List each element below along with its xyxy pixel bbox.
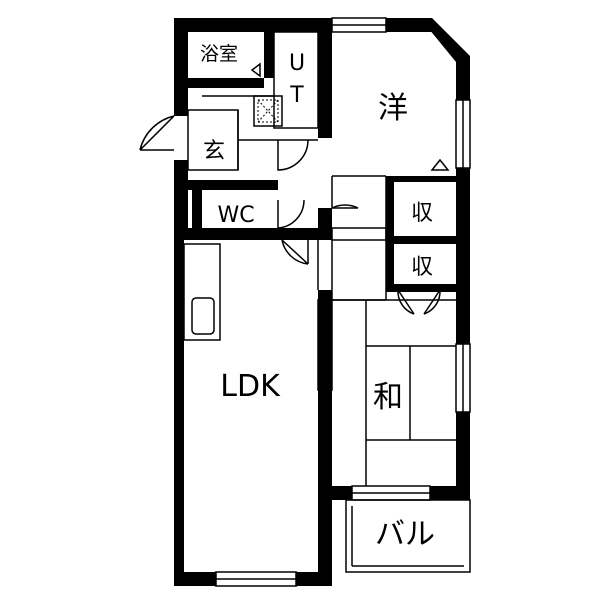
washing-machine-box: [253, 95, 283, 127]
label-bath: 浴室: [200, 43, 238, 65]
wall-storage2-left: [386, 236, 394, 290]
kitchen-counter: [183, 243, 221, 341]
room-labels: 浴室 U T 洋 玄 WC 収 収 LDK 和 バル: [200, 43, 435, 552]
closet-door-arc-2: [397, 289, 441, 315]
wall-japanese-bottom: [332, 486, 352, 500]
wall-bath-right: [264, 18, 274, 78]
wall-wc-left: [192, 190, 202, 230]
kitchen-sink: [191, 297, 215, 335]
wall-bottom-left: [174, 572, 216, 586]
window-bay-left: [202, 571, 217, 587]
label-storage-2: 収: [411, 255, 433, 280]
wall-right-mid: [456, 168, 470, 344]
wall-ldk-right: [318, 290, 332, 586]
wall-japanese-bottom-2: [430, 486, 470, 500]
walls: [174, 18, 470, 586]
wall-storage1-left: [386, 176, 394, 236]
bath-door-marker: [250, 62, 261, 78]
entrance-door: [139, 115, 175, 151]
hall-door-1: [277, 139, 309, 171]
western-door: [331, 176, 359, 210]
closet-door-arc: [397, 289, 441, 315]
washing-machine-icon: [257, 99, 279, 123]
label-western: 洋: [378, 91, 408, 126]
wc-door: [277, 199, 305, 229]
label-balcony: バル: [375, 517, 435, 552]
wall-wc-top: [174, 180, 278, 190]
window-bay-right: [295, 571, 310, 587]
label-ldk: LDK: [220, 369, 281, 404]
label-wc: WC: [217, 203, 254, 228]
wall-storage-mid: [386, 236, 470, 244]
wall-top-left: [174, 18, 332, 32]
label-utility-t: T: [289, 83, 304, 108]
wall-left-entrance: [174, 160, 188, 236]
label-japanese: 和: [373, 380, 403, 415]
wall-right-lower: [456, 412, 470, 500]
wall-wc-bottom: [174, 228, 332, 240]
ldk-door: [281, 239, 309, 265]
wall-step-entrance: [174, 96, 188, 116]
utility-area: [273, 31, 319, 129]
corridor-opening: [331, 227, 387, 241]
wall-left-ldk: [174, 236, 184, 586]
label-entrance: 玄: [203, 139, 225, 164]
wall-western-left: [318, 18, 332, 138]
wall-storage-top: [386, 176, 456, 182]
wall-right-upper: [456, 56, 470, 100]
wall-bath-bottom: [174, 78, 264, 88]
wall-storage-bottom: [386, 284, 470, 292]
wall-top-right: [386, 18, 432, 32]
thin-lines: [139, 17, 471, 587]
label-storage-1: 収: [411, 201, 433, 226]
storage-marker: [430, 158, 450, 171]
label-utility-u: U: [289, 51, 305, 76]
